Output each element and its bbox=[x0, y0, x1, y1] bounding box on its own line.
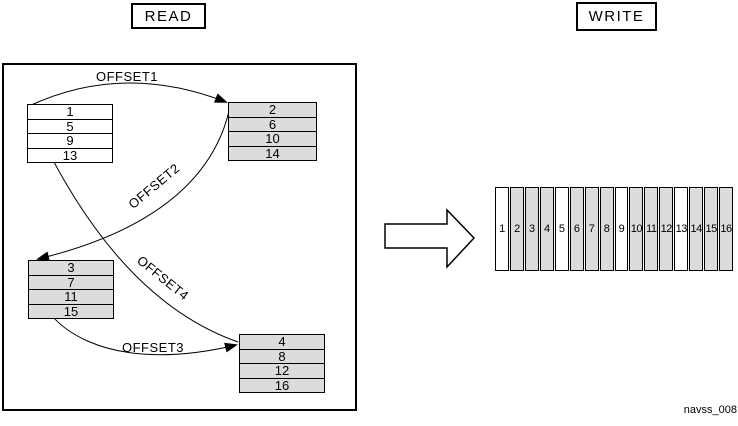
write-strip: 1 2 3 4 5 6 7 8 9 10 11 12 13 14 15 16 bbox=[495, 187, 733, 271]
table-cell: 11 bbox=[29, 290, 113, 305]
offset3-label: OFFSET3 bbox=[122, 340, 185, 355]
table-cell: 6 bbox=[229, 117, 316, 132]
figure-id-caption: navss_008 bbox=[683, 404, 737, 416]
table-cell: 4 bbox=[240, 335, 324, 350]
read-title: READ bbox=[144, 7, 193, 25]
strip-cell: 7 bbox=[584, 187, 599, 271]
table-cell: 12 bbox=[240, 364, 324, 379]
table-cell: 3 bbox=[29, 261, 113, 276]
table-cell: 16 bbox=[240, 378, 324, 392]
table-cell: 14 bbox=[229, 146, 316, 160]
read-table-2: 2 6 10 14 bbox=[228, 102, 317, 161]
table-cell: 9 bbox=[28, 134, 112, 149]
strip-cell: 15 bbox=[704, 187, 719, 271]
strip-cell: 12 bbox=[659, 187, 674, 271]
offset1-label: OFFSET1 bbox=[96, 69, 159, 84]
table-cell: 8 bbox=[240, 349, 324, 364]
strip-cell: 16 bbox=[719, 187, 733, 271]
strip-cell: 9 bbox=[614, 187, 629, 271]
table-cell: 7 bbox=[29, 275, 113, 290]
table-cell: 5 bbox=[28, 119, 112, 134]
strip-cell: 1 bbox=[495, 187, 509, 271]
strip-cell: 6 bbox=[569, 187, 584, 271]
table-cell: 13 bbox=[28, 148, 112, 162]
strip-cell: 5 bbox=[554, 187, 569, 271]
strip-cell: 10 bbox=[629, 187, 644, 271]
table-cell: 15 bbox=[29, 304, 113, 318]
read-table-3: 3 7 11 15 bbox=[28, 260, 114, 319]
read-region-frame bbox=[2, 63, 357, 411]
table-cell: 2 bbox=[229, 103, 316, 118]
read-to-write-arrow-icon bbox=[384, 208, 476, 269]
strip-cell: 8 bbox=[599, 187, 614, 271]
strip-cell: 3 bbox=[524, 187, 539, 271]
read-table-1: 1 5 9 13 bbox=[27, 104, 113, 163]
strip-cell: 14 bbox=[689, 187, 704, 271]
strip-cell: 13 bbox=[674, 187, 689, 271]
strip-cell: 2 bbox=[509, 187, 524, 271]
strip-cell: 11 bbox=[644, 187, 659, 271]
table-cell: 1 bbox=[28, 105, 112, 120]
read-title-box: READ bbox=[131, 3, 206, 29]
table-cell: 10 bbox=[229, 132, 316, 147]
write-title: WRITE bbox=[588, 8, 645, 25]
read-table-4: 4 8 12 16 bbox=[239, 334, 325, 393]
write-title-box: WRITE bbox=[576, 2, 657, 31]
strip-cell: 4 bbox=[539, 187, 554, 271]
